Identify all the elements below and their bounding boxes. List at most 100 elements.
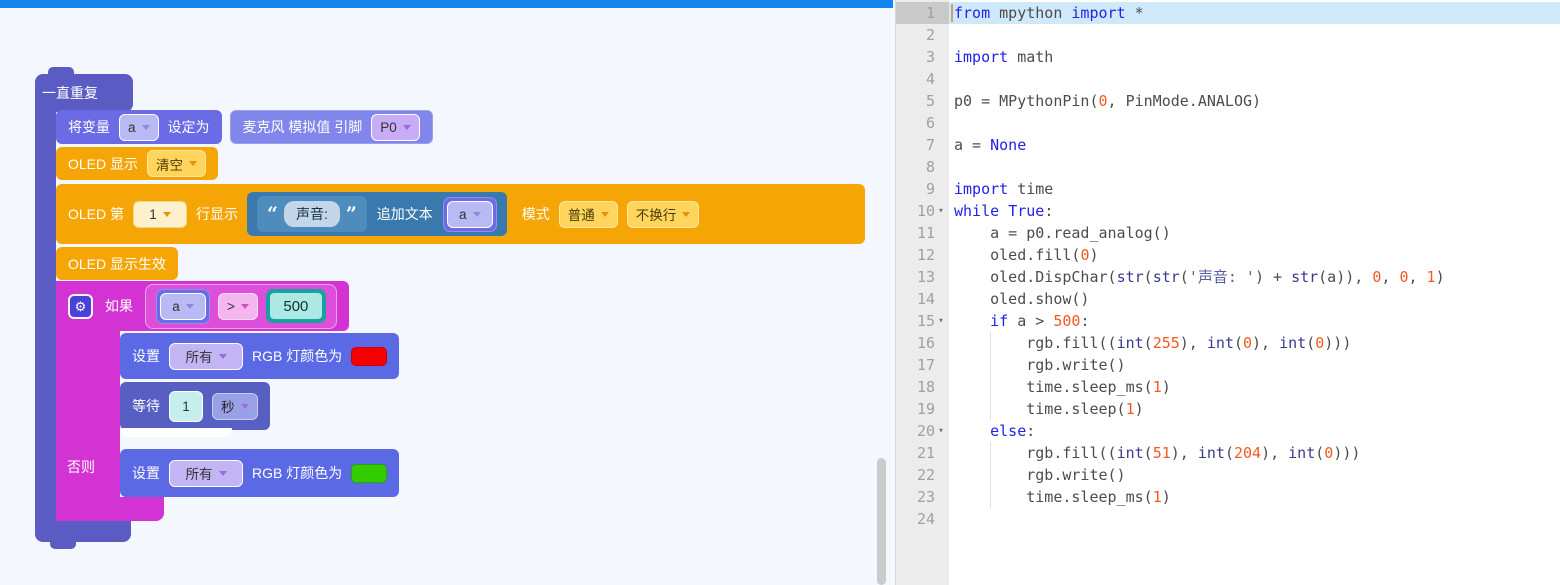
block-variable-a[interactable]: a (156, 288, 210, 324)
code-line-22[interactable]: rgb.write() (949, 464, 1560, 486)
code-line-7[interactable]: a = None (949, 134, 1560, 156)
workspace-vertical-scrollbar[interactable] (877, 458, 886, 585)
rgb-target-dropdown[interactable]: 所有 (169, 459, 243, 487)
code-token: ( (1143, 334, 1153, 352)
code-token: ( (1179, 268, 1189, 286)
code-token: int (1279, 334, 1307, 352)
variable-dropdown[interactable]: a (160, 292, 206, 320)
code-line-18[interactable]: time.sleep_ms(1) (949, 376, 1560, 398)
gutter-fold-line-15[interactable]: 15▾ (896, 310, 949, 332)
code-line-6[interactable] (949, 112, 1560, 134)
wait-unit-dropdown[interactable]: 秒 (212, 392, 258, 420)
block-oled-line-display[interactable]: OLED 第 1 行显示 “ 声音: ” 追加文本 a (56, 184, 865, 244)
oled-clear-dropdown[interactable]: 清空 (147, 150, 207, 177)
code-token: oled.fill( (954, 246, 1081, 264)
oled-line-number-dropdown[interactable]: 1 (133, 200, 188, 228)
gutter-line-13: 13 (916, 268, 935, 286)
code-line-17[interactable]: rgb.write() (949, 354, 1560, 376)
repeat-block-left-wall[interactable] (35, 100, 56, 522)
operator-dropdown[interactable]: > (218, 292, 258, 320)
code-line-10[interactable]: while True: (949, 200, 1560, 222)
gear-icon[interactable]: ⚙ (68, 293, 93, 319)
variable-dropdown-value: a (128, 119, 136, 135)
string-text-field[interactable]: 声音: (283, 201, 340, 227)
block-variable-a[interactable]: a (442, 196, 497, 232)
fold-arrow-icon[interactable]: ▾ (938, 206, 944, 216)
code-line-20[interactable]: else: (949, 420, 1560, 442)
code-token: , (1381, 268, 1400, 286)
pin-dropdown[interactable]: P0 (371, 113, 420, 141)
code-line-14[interactable]: oled.show() (949, 288, 1560, 310)
code-line-15[interactable]: if a > 500: (949, 310, 1560, 332)
code-token: 255 (1152, 334, 1180, 352)
rgb-color-label: RGB 灯颜色为 (252, 465, 343, 481)
code-line-11[interactable]: a = p0.read_analog() (949, 222, 1560, 244)
block-oled-show[interactable]: OLED 显示生效 (56, 247, 179, 280)
variable-dropdown[interactable]: a (119, 113, 159, 141)
block-string-literal[interactable]: “ 声音: ” (257, 196, 367, 232)
rgb-target-dropdown[interactable]: 所有 (169, 342, 243, 370)
indent-guide (990, 464, 991, 486)
variable-dropdown[interactable]: a (446, 200, 493, 228)
code-token: int (1116, 444, 1144, 462)
fold-arrow-icon[interactable]: ▾ (938, 426, 944, 436)
mode-dropdown[interactable]: 普通 (558, 200, 618, 228)
block-wait[interactable]: 等待 1 秒 (120, 382, 270, 430)
gutter-line-7: 7 (925, 136, 935, 154)
code-token: , PinMode.ANALOG) (1107, 92, 1262, 110)
code-line-12[interactable]: oled.fill(0) (949, 244, 1560, 266)
code-line-9[interactable]: import time (949, 178, 1560, 200)
code-line-2[interactable] (949, 24, 1560, 46)
oled-display-label: OLED 显示 (68, 155, 139, 172)
block-set-rgb-red[interactable]: 设置 所有 RGB 灯颜色为 (120, 333, 400, 379)
code-line-23[interactable]: time.sleep_ms(1) (949, 486, 1560, 508)
code-line-3[interactable]: import math (949, 46, 1560, 68)
gutter-line-19: 19 (916, 400, 935, 418)
rgb-target-value: 所有 (185, 467, 213, 482)
number-field[interactable]: 500 (269, 293, 322, 319)
code-token: oled.show() (954, 290, 1090, 308)
color-swatch-green[interactable] (351, 463, 388, 483)
gutter-fold-line-10[interactable]: 10▾ (896, 200, 949, 222)
code-line-4[interactable] (949, 68, 1560, 90)
blockly-workspace[interactable]: 一直重复 将变量 a 设定为 麦克风 模拟值 引脚 P0 (0, 0, 896, 585)
gutter-fold-line-20[interactable]: 20▾ (896, 420, 949, 442)
block-set-rgb-green[interactable]: 设置 所有 RGB 灯颜色为 (120, 449, 400, 497)
wrap-dropdown[interactable]: 不换行 (626, 200, 700, 228)
chevron-down-icon (189, 161, 198, 166)
code-token: time.sleep_ms( (954, 378, 1153, 396)
block-if[interactable]: ⚙ 如果 a > 500 (56, 281, 349, 331)
editor-code-area[interactable]: from mpython import * import math p0 = MPy… (949, 0, 1560, 585)
block-set-variable[interactable]: 将变量 a 设定为 麦克风 模拟值 引脚 P0 (56, 110, 433, 144)
block-string-join[interactable]: “ 声音: ” 追加文本 a (247, 192, 507, 236)
code-token: 0 (1098, 92, 1108, 110)
code-token: 0 (1080, 246, 1090, 264)
block-oled-display-clear[interactable]: OLED 显示 清空 (56, 147, 219, 180)
indent-guide (990, 442, 991, 464)
code-line-16[interactable]: rgb.fill((int(255), int(0), int(0))) (949, 332, 1560, 354)
block-number-500[interactable]: 500 (265, 289, 326, 323)
code-line-24[interactable] (949, 508, 1560, 530)
color-swatch-red[interactable] (351, 346, 388, 366)
repeat-block-foot[interactable] (35, 520, 131, 542)
code-token: ) (1161, 378, 1171, 396)
code-line-1[interactable]: from mpython import * (949, 2, 1560, 24)
code-line-21[interactable]: rgb.fill((int(51), int(204), int(0))) (949, 442, 1560, 464)
block-comparison[interactable]: a > 500 (145, 283, 337, 329)
code-token: ) (1089, 246, 1099, 264)
code-line-5[interactable]: p0 = MPythonPin(0, PinMode.ANALOG) (949, 90, 1560, 112)
fold-arrow-icon[interactable]: ▾ (938, 316, 944, 326)
block-microphone-analog[interactable]: 麦克风 模拟值 引脚 P0 (229, 110, 433, 144)
code-token: time.sleep( (954, 400, 1126, 418)
if-block-foot[interactable] (56, 497, 164, 521)
chevron-down-icon (240, 303, 249, 309)
gutter-line-12: 12 (916, 246, 935, 264)
code-line-19[interactable]: time.sleep(1) (949, 398, 1560, 420)
code-token: 204 (1233, 444, 1262, 462)
wait-value-field[interactable]: 1 (169, 390, 203, 422)
code-line-13[interactable]: oled.DispChar(str(str('声音: ') + str(a)),… (949, 266, 1560, 288)
workspace-horizontal-scrollbar[interactable] (0, 0, 893, 8)
code-token: 1 (1125, 400, 1135, 418)
code-line-8[interactable] (949, 156, 1560, 178)
